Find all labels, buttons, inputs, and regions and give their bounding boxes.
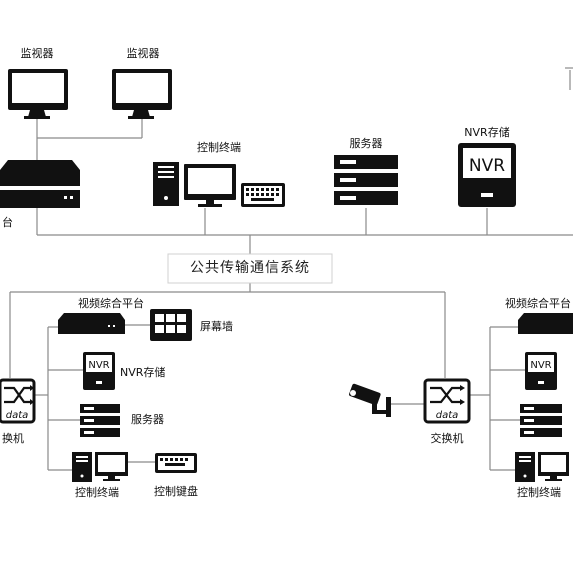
right-server-icon bbox=[520, 404, 562, 437]
video-wall-label: 屏幕墙 bbox=[200, 320, 233, 333]
left-server-icon bbox=[80, 404, 120, 437]
top-nvr-storage-label: NVR存储 bbox=[464, 126, 510, 139]
camera-icon bbox=[349, 383, 391, 417]
control-keyboard-label: 控制键盘 bbox=[154, 485, 198, 498]
monitor-2-icon bbox=[112, 69, 172, 119]
right-control-terminal-label: 控制终端 bbox=[517, 486, 561, 499]
right-nvr-icon-text: NVR bbox=[530, 360, 551, 371]
monitor-1-label: 监视器 bbox=[20, 47, 54, 60]
left-switch-label: 换机 bbox=[2, 432, 24, 445]
right-video-platform-label: 视频综合平台 bbox=[505, 297, 571, 310]
left-switch-icon-text: data bbox=[6, 410, 29, 421]
left-nvr-icon: NVR bbox=[83, 352, 115, 390]
top-platform-label: 台 bbox=[2, 216, 13, 229]
right-control-terminal-icon bbox=[515, 452, 569, 482]
left-video-platform-icon bbox=[58, 313, 125, 334]
right-video-platform-icon bbox=[518, 313, 573, 334]
left-nvr-storage-label: NVR存储 bbox=[120, 366, 166, 379]
monitor-1-icon bbox=[8, 69, 68, 119]
video-wall-icon bbox=[150, 309, 192, 341]
right-switch-label: 交换机 bbox=[430, 432, 464, 445]
top-nvr-icon: NVR bbox=[458, 143, 516, 207]
left-control-terminal-icon bbox=[72, 452, 128, 482]
control-keyboard-icon bbox=[155, 453, 197, 473]
right-switch-icon-text: data bbox=[436, 410, 459, 421]
public-network-box bbox=[167, 253, 333, 284]
right-switch-icon: data bbox=[423, 378, 471, 424]
left-video-platform-label: 视频综合平台 bbox=[78, 297, 144, 310]
top-nvr-icon-text: NVR bbox=[469, 156, 505, 176]
left-control-terminal-label: 控制终端 bbox=[75, 486, 119, 499]
left-nvr-icon-text: NVR bbox=[88, 360, 109, 371]
top-control-terminal-icon bbox=[153, 162, 285, 207]
right-nvr-icon: NVR bbox=[525, 352, 557, 390]
top-control-terminal-label: 控制终端 bbox=[197, 141, 241, 154]
connection-lines bbox=[9, 67, 573, 471]
top-server-icon bbox=[334, 155, 398, 205]
top-server-label: 服务器 bbox=[349, 137, 383, 150]
public-network-label: 公共传输通信系统 bbox=[190, 260, 310, 276]
left-switch-icon: data bbox=[0, 378, 36, 424]
left-server-label: 服务器 bbox=[131, 413, 164, 426]
top-video-platform-icon bbox=[0, 160, 80, 208]
monitor-2-label: 监视器 bbox=[126, 47, 160, 60]
